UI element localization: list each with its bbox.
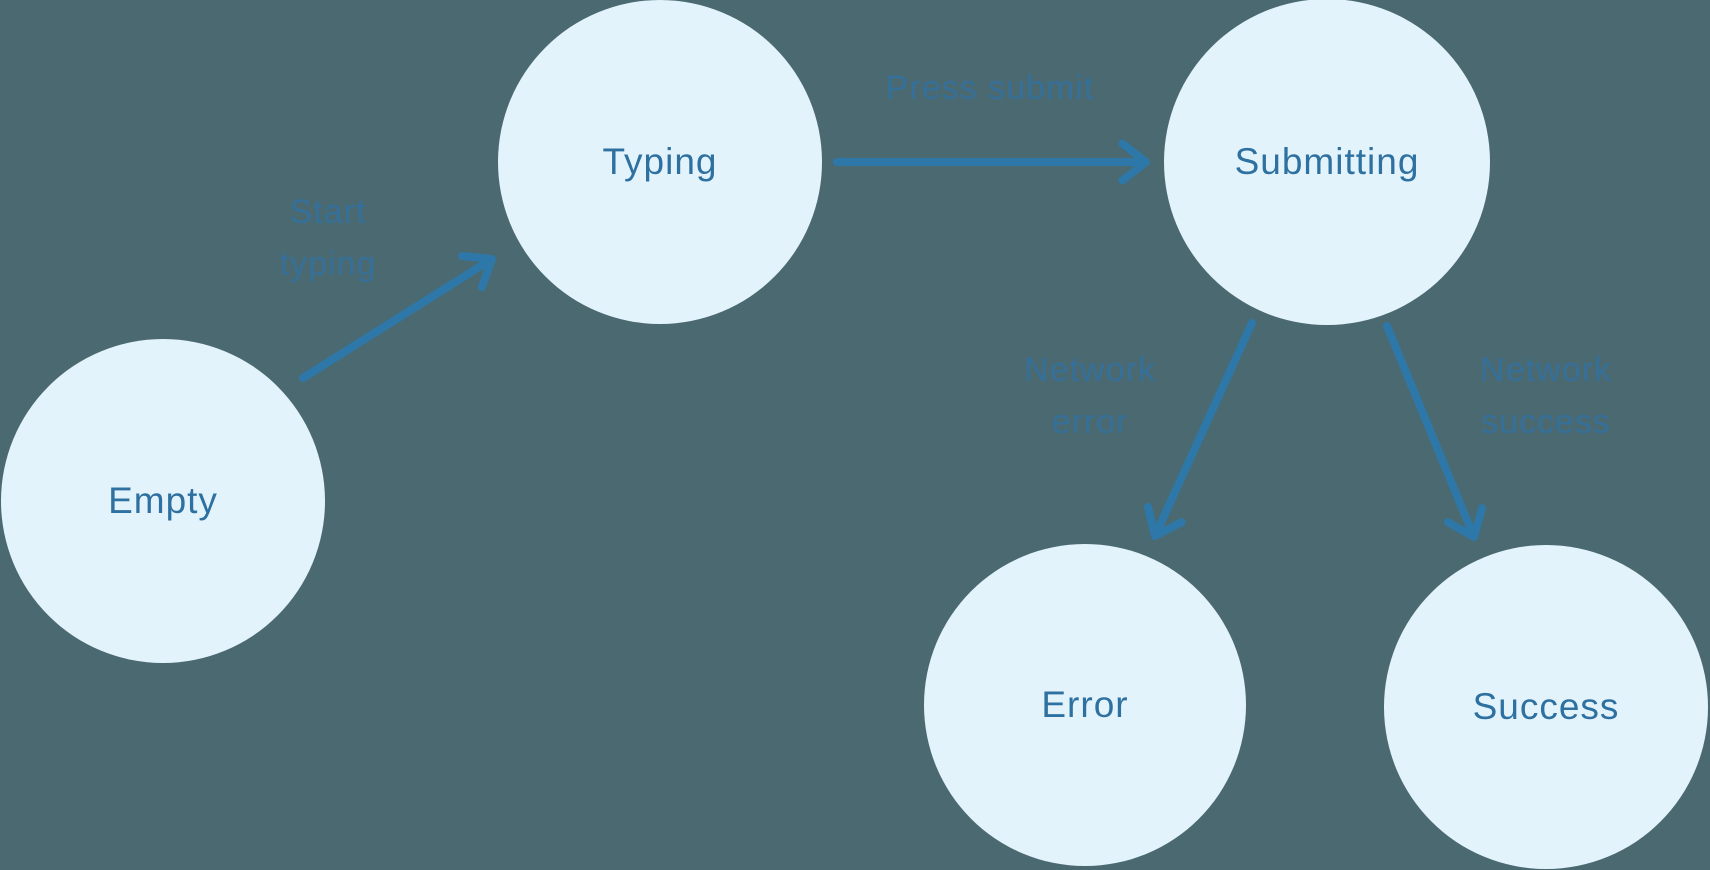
arrowhead-icon [458, 251, 496, 292]
edge-submitting-to-success [1383, 322, 1487, 541]
state-node-error: Error [924, 544, 1246, 866]
arrowhead-icon [1118, 139, 1150, 185]
state-label-success: Success [1472, 686, 1620, 727]
arrowhead-icon [1143, 502, 1186, 540]
edge-label-network-error: Network error [1024, 344, 1156, 448]
arrow-shaft [1383, 322, 1476, 536]
state-node-typing: Typing [498, 0, 822, 324]
edge-empty-to-typing [299, 251, 496, 382]
arrowhead-icon [1443, 504, 1487, 541]
state-label-error: Error [1041, 684, 1129, 725]
edge-label-press-submit: Press submit [886, 62, 1095, 114]
state-label-empty: Empty [108, 480, 218, 521]
edge-label-line: Network [1024, 351, 1156, 389]
edge-label-line: error [1051, 403, 1129, 441]
state-label-submitting: Submitting [1234, 141, 1420, 182]
state-node-success: Success [1384, 545, 1708, 869]
state-node-empty: Empty [1, 339, 325, 663]
state-label-typing: Typing [602, 141, 718, 182]
edge-typing-to-submitting [833, 139, 1150, 185]
edge-submitting-to-error [1143, 319, 1256, 540]
edge-label-line: Network [1480, 351, 1612, 389]
edge-label-line: typing [279, 245, 377, 283]
arrow-shaft [299, 258, 491, 382]
arrow-shaft [1153, 319, 1256, 535]
edge-label-line: Start [289, 193, 367, 231]
edge-label-line: success [1481, 403, 1611, 441]
state-node-submitting: Submitting [1164, 0, 1490, 325]
edge-label-line: Press submit [885, 69, 1095, 107]
edge-label-network-success: Network success [1480, 344, 1612, 448]
edge-label-start-typing: Start typing [280, 186, 377, 290]
